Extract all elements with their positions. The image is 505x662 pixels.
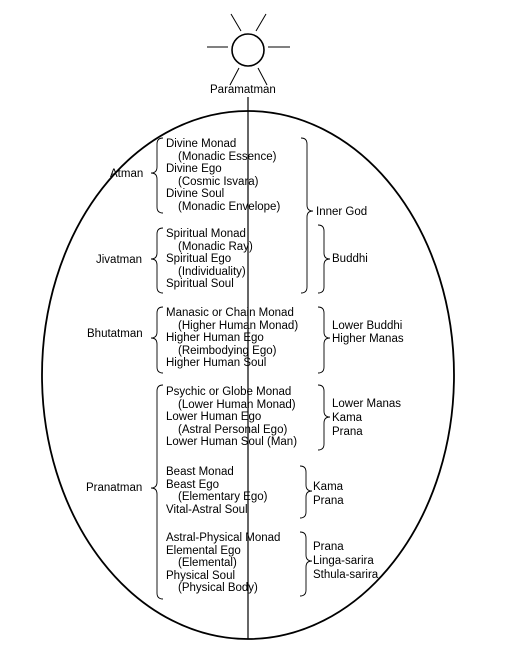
principle-label: Sthula-sarira: [313, 569, 379, 581]
paramatman-label: Paramatman: [210, 84, 276, 96]
right-braces: [299, 137, 331, 597]
principle-lower-buddhi-higher-manas: Lower Buddhi Higher Manas: [332, 320, 404, 345]
principle-label: Lower Manas: [332, 398, 402, 410]
group-name-bhutatman: Bhutatman: [87, 328, 143, 340]
entry-higher-human-ego: Higher Human Ego: [166, 332, 264, 344]
principle-label: Higher Manas: [332, 332, 404, 345]
principle-label: Lower Buddhi: [332, 320, 403, 332]
sun-icon: [231, 33, 265, 67]
entry-monadic-ray: (Monadic Ray): [178, 240, 253, 253]
entry-spiritual-monad: Spiritual Monad: [166, 228, 246, 240]
principle-label: Prana: [313, 541, 344, 553]
entry-manasic-chain-monad: Manasic or Chain Monad: [166, 307, 294, 319]
entry-lower-human-monad: (Lower Human Monad): [178, 398, 296, 411]
entry-spiritual-ego: Spiritual Ego: [166, 253, 232, 265]
principle-inner-god: Inner God: [316, 206, 367, 219]
entry-monadic-envelope: (Monadic Envelope): [178, 200, 281, 213]
principle-label: Linga-sarira: [313, 555, 374, 567]
jivatman-entries: Spiritual Monad (Monadic Ray) Spiritual …: [166, 228, 253, 291]
group-name-jivatman: Jivatman: [96, 254, 143, 266]
entry-spiritual-soul: Spiritual Soul: [166, 278, 234, 290]
bhutatman-entries: Manasic or Chain Monad (Higher Human Mon…: [166, 307, 298, 370]
entry-elementary-ego: (Elementary Ego): [178, 491, 268, 503]
entry-higher-human-monad: (Higher Human Monad): [178, 319, 299, 332]
group-name-pranatman: Pranatman: [86, 482, 143, 494]
principle-label: Kama: [332, 412, 363, 424]
principle-kama-prana: Kama Prana: [313, 480, 344, 508]
entry-lower-human-soul: Lower Human Soul (Man): [166, 436, 298, 448]
principle-buddhi: Buddhi: [332, 253, 368, 266]
pranatman-beast-entries: Beast Monad Beast Ego (Elementary Ego) V…: [166, 466, 267, 516]
principle-label: Kama: [313, 481, 344, 493]
entry-astral-physical-monad: Astral-Physical Monad: [166, 532, 281, 544]
left-braces: [150, 137, 164, 600]
pranatman-psychic-entries: Psychic or Globe Monad (Lower Human Mona…: [166, 386, 297, 449]
entry-individuality: (Individuality): [178, 265, 246, 278]
entry-divine-soul: Divine Soul: [166, 188, 225, 200]
entry-elemental-ego: Elemental Ego: [166, 544, 241, 557]
atman-entries: Divine Monad (Monadic Essence) Divine Eg…: [166, 138, 280, 213]
principle-lower-manas-kama-prana: Lower Manas Kama Prana: [332, 397, 401, 439]
entry-beast-monad: Beast Monad: [166, 466, 234, 478]
entry-lower-human-ego: Lower Human Ego: [166, 411, 262, 423]
principle-label: Prana: [332, 426, 363, 438]
principle-prana-linga-sthula: Prana Linga-sarira Sthula-sarira: [313, 540, 378, 582]
entry-physical-body: (Physical Body): [178, 582, 258, 594]
sun-rays: [207, 13, 290, 86]
entry-psychic-globe-monad: Psychic or Globe Monad: [166, 386, 292, 398]
pranatman-physical-entries: Astral-Physical Monad Elemental Ego (Ele…: [166, 532, 280, 595]
principle-label: Buddhi: [332, 253, 368, 265]
entry-monadic-essence: (Monadic Essence): [178, 150, 277, 163]
entry-divine-monad: Divine Monad: [166, 138, 237, 150]
principle-label: Inner God: [316, 206, 368, 218]
group-name-atman: Atman: [110, 168, 144, 180]
entry-astral-personal-ego: (Astral Personal Ego): [178, 423, 288, 436]
entry-vital-astral-soul: Vital-Astral Soul: [166, 503, 248, 516]
entry-cosmic-isvara: (Cosmic Isvara): [178, 175, 259, 188]
entry-elemental: (Elemental): [178, 557, 237, 569]
principle-label: Prana: [313, 495, 344, 507]
entry-reimbodying-ego: (Reimbodying Ego): [178, 344, 277, 357]
entry-beast-ego: Beast Ego: [166, 478, 220, 491]
entry-divine-ego: Divine Ego: [166, 163, 222, 175]
entry-higher-human-soul: Higher Human Soul: [166, 357, 267, 369]
entry-physical-soul: Physical Soul: [166, 569, 236, 582]
